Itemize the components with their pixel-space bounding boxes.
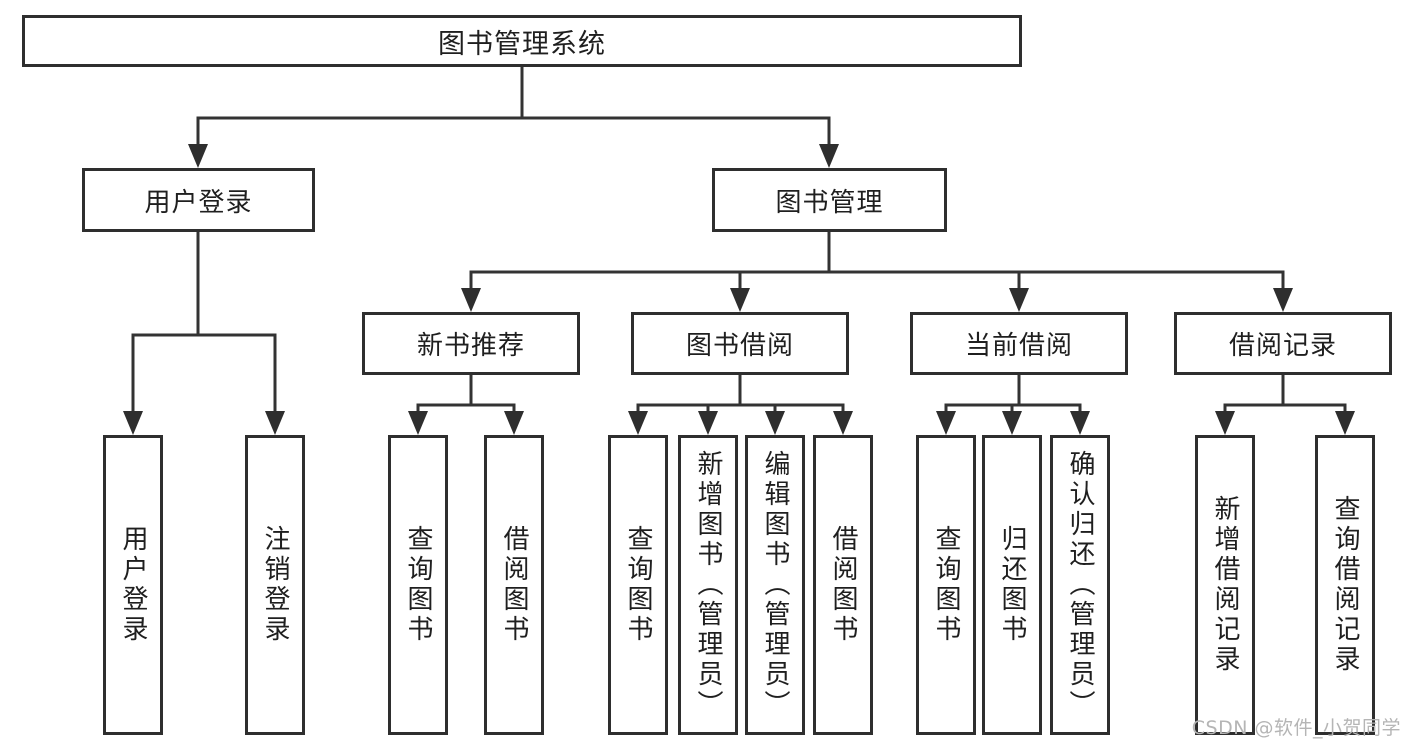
node-leaf-query-borrow-record: 查询借阅记录 (1315, 435, 1375, 735)
node-leaf-query-books-current-label: 查询图书 (931, 525, 961, 645)
node-leaf-user-login: 用户登录 (103, 435, 163, 735)
node-leaf-borrow-books-recommend-label: 借阅图书 (499, 525, 529, 645)
node-new-book-recommend: 新书推荐 (362, 312, 580, 375)
node-library-system-label: 图书管理系统 (438, 28, 606, 60)
node-leaf-borrow-books: 借阅图书 (813, 435, 873, 735)
csdn-watermark: CSDN @软件_小贺同学 (1191, 717, 1401, 739)
node-leaf-query-books-current: 查询图书 (916, 435, 976, 735)
node-leaf-query-books-recommend-label: 查询图书 (403, 525, 433, 645)
node-leaf-logout-label: 注销登录 (260, 525, 290, 645)
node-current-borrow: 当前借阅 (910, 312, 1128, 375)
node-leaf-query-borrow-record-label: 查询借阅记录 (1330, 495, 1360, 675)
node-book-management-label: 图书管理 (775, 187, 884, 218)
node-leaf-confirm-return-admin: 确认归还（管理员） (1050, 435, 1110, 735)
node-leaf-borrow-books-recommend: 借阅图书 (484, 435, 544, 735)
node-leaf-borrow-books-label: 借阅图书 (828, 525, 858, 645)
node-leaf-confirm-return-admin-label: 确认归还（管理员） (1065, 450, 1095, 720)
node-leaf-add-books-admin: 新增图书（管理员） (678, 435, 738, 735)
node-leaf-edit-books-admin-label: 编辑图书（管理员） (760, 450, 790, 720)
node-leaf-edit-books-admin: 编辑图书（管理员） (745, 435, 805, 735)
node-user-login: 用户登录 (82, 168, 315, 232)
node-book-borrow: 图书借阅 (631, 312, 849, 375)
node-leaf-logout: 注销登录 (245, 435, 305, 735)
node-leaf-add-borrow-record: 新增借阅记录 (1195, 435, 1255, 735)
node-leaf-query-books-borrow-label: 查询图书 (623, 525, 653, 645)
node-leaf-add-borrow-record-label: 新增借阅记录 (1210, 495, 1240, 675)
node-borrow-records-label: 借阅记录 (1228, 331, 1337, 361)
node-leaf-return-books: 归还图书 (982, 435, 1042, 735)
node-user-login-label: 用户登录 (144, 187, 253, 218)
node-book-management: 图书管理 (712, 168, 947, 232)
node-leaf-add-books-admin-label: 新增图书（管理员） (693, 450, 723, 720)
node-new-book-recommend-label: 新书推荐 (416, 331, 525, 361)
node-leaf-query-books-borrow: 查询图书 (608, 435, 668, 735)
node-library-system: 图书管理系统 (22, 15, 1022, 67)
node-leaf-query-books-recommend: 查询图书 (388, 435, 448, 735)
node-leaf-return-books-label: 归还图书 (997, 525, 1027, 645)
node-borrow-records: 借阅记录 (1174, 312, 1392, 375)
node-current-borrow-label: 当前借阅 (964, 331, 1073, 361)
node-leaf-user-login-label: 用户登录 (118, 525, 148, 645)
node-book-borrow-label: 图书借阅 (685, 331, 794, 361)
